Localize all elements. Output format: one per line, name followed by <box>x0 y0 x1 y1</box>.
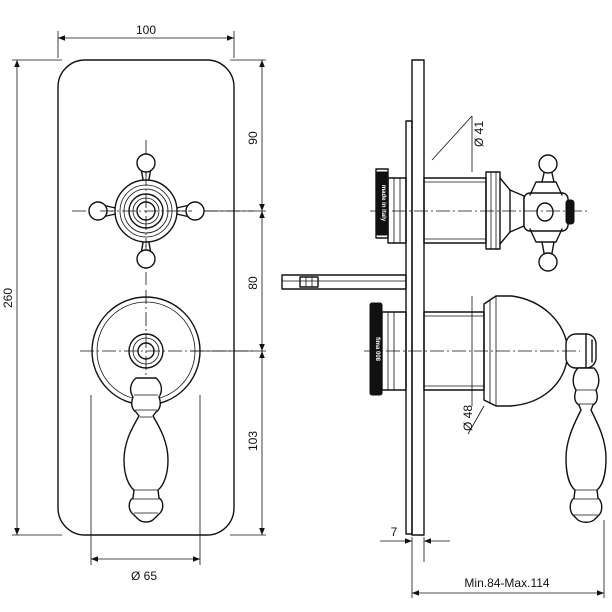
dim-total-height-label: 260 <box>1 288 15 308</box>
handle-ball-top <box>136 153 156 173</box>
dim-depth-range: Min.84-Max.114 <box>412 576 604 596</box>
dim-stack: 90 80 103 <box>246 60 265 535</box>
dim-thickness-label: 7 <box>391 525 398 539</box>
side-ball-top <box>538 154 558 174</box>
lower-mixer-dial <box>80 290 254 523</box>
dim-middle-label: 80 <box>246 276 260 290</box>
front-view: 100 260 90 80 103 Ø 65 <box>1 23 266 583</box>
side-ball-bottom <box>538 252 558 272</box>
dim-knob-label: Ø 41 <box>472 121 486 147</box>
wall-plate <box>405 59 425 536</box>
dim-width: 100 <box>58 23 234 41</box>
dim-depth-label: Min.84-Max.114 <box>464 576 549 590</box>
dim-upper-label: 90 <box>246 131 260 145</box>
dim-plate-thickness: 7 <box>380 525 450 544</box>
lever-handle <box>123 377 169 523</box>
dim-body-diameter: Ø 48 <box>461 296 485 435</box>
dim-dial-label: Ø 65 <box>131 569 157 583</box>
handle-ball-bottom <box>136 249 156 269</box>
dim-width-label: 100 <box>136 23 156 37</box>
side-view: made in italy <box>281 59 607 598</box>
diverter-spindle <box>281 274 407 290</box>
dim-knob-diameter: Ø 41 <box>431 115 486 172</box>
stamp-lower: fima 008 <box>374 337 380 362</box>
handle-ball-right <box>185 201 205 221</box>
dim-body-label: Ø 48 <box>461 405 475 431</box>
dim-dial-diameter: Ø 65 <box>91 556 200 583</box>
cover-plate <box>57 59 235 536</box>
dim-total-height: 260 <box>1 60 20 535</box>
stamp-upper: made in italy <box>380 185 386 222</box>
dim-lower-label: 103 <box>246 431 260 451</box>
upper-cross-handle <box>72 140 254 285</box>
upper-valve-body: made in italy <box>370 154 590 272</box>
lower-valve-body: fima 008 <box>364 295 607 523</box>
